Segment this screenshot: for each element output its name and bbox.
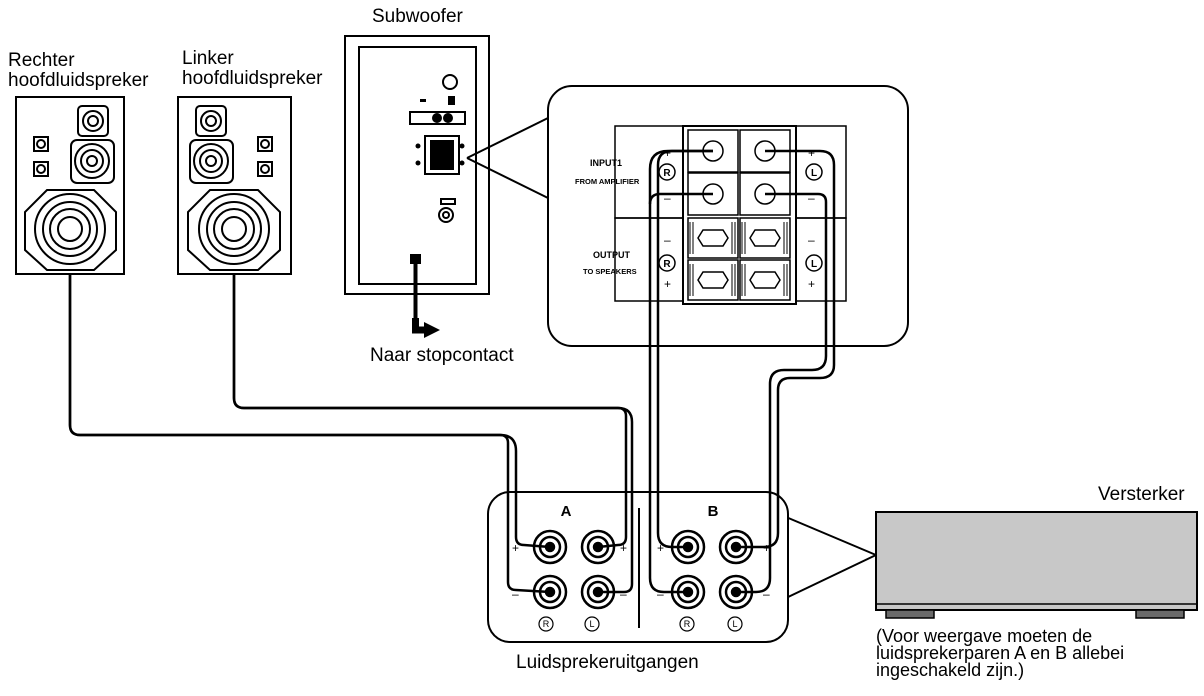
- input-sub-label: FROM AMPLIFIER: [575, 177, 640, 186]
- right-speaker-cable-b: [68, 274, 551, 549]
- speaker-outputs-label: Luidsprekeruitgangen: [516, 652, 699, 673]
- b-l-minus: –: [763, 587, 770, 601]
- output-r-mark: R: [663, 259, 671, 270]
- input-r-minus: –: [664, 191, 671, 205]
- b-r-minus: –: [657, 587, 664, 601]
- group-a-label: A: [561, 503, 572, 520]
- subwoofer-label: Subwoofer: [372, 6, 463, 27]
- amplifier-callout-lines: [785, 516, 877, 599]
- b-r-mark: R: [684, 619, 691, 629]
- sub-l-input-cable: [736, 149, 836, 549]
- right-speaker-label-line1: Rechter: [8, 50, 75, 71]
- group-b-label: B: [708, 503, 719, 520]
- output-l-mark: L: [811, 259, 817, 270]
- b-l-mark: L: [732, 619, 737, 629]
- note-line1: (Voor weergave moeten de: [876, 626, 1093, 646]
- right-main-speaker: [15, 96, 125, 275]
- note-line2: luidsprekerparen A en B allebei: [876, 643, 1125, 663]
- subwoofer-terminal-detail: INPUT1 FROM AMPLIFIER OUTPUT TO SPEAKERS…: [547, 85, 909, 347]
- outlet-arrow-icon: [424, 322, 440, 338]
- b-r-plus: +: [657, 541, 664, 555]
- sub-l-input-cable-b: [736, 192, 828, 594]
- input-l-minus: –: [808, 191, 815, 205]
- left-speaker-label-line2: hoofdluidspreker: [182, 68, 323, 89]
- speaker-output-panel: A B + + – – + + – – R L: [487, 491, 789, 643]
- sub-r-minus-link: [648, 192, 713, 205]
- amplifier-unit: [875, 511, 1198, 619]
- input-l-mark: L: [811, 168, 817, 179]
- amplifier-label: Versterker: [1098, 484, 1185, 505]
- a-r-mark: R: [543, 619, 550, 629]
- left-main-speaker: [177, 96, 292, 275]
- a-l-mark: L: [589, 619, 594, 629]
- output-sub-label: TO SPEAKERS: [583, 267, 637, 276]
- speaker-wires: [68, 149, 836, 594]
- a-r-plus: +: [512, 541, 519, 555]
- note-line3: ingeschakeld zijn.): [876, 660, 1025, 680]
- a-l-plus: +: [620, 541, 627, 555]
- zoom-callout-lines: [466, 117, 549, 199]
- sub-r-input-cable-b: [656, 149, 713, 549]
- right-speaker-label-line2: hoofdluidspreker: [8, 70, 149, 91]
- left-speaker-label-line1: Linker: [182, 48, 234, 69]
- right-speaker-cable: [68, 274, 551, 594]
- subwoofer-unit: [344, 35, 490, 334]
- outlet-label: Naar stopcontact: [370, 345, 514, 366]
- input-r-plus: +: [664, 146, 671, 160]
- a-l-minus: –: [620, 587, 627, 601]
- output-r-plus: +: [664, 277, 671, 291]
- input-label: INPUT1: [590, 158, 622, 168]
- a-r-minus: –: [512, 587, 519, 601]
- input-r-mark: R: [663, 168, 671, 179]
- output-l-plus: +: [808, 277, 815, 291]
- left-speaker-cable-b: [232, 274, 634, 594]
- output-r-minus: –: [664, 233, 671, 247]
- output-label: OUTPUT: [593, 250, 631, 260]
- output-l-minus: –: [808, 233, 815, 247]
- sub-r-input-cable: [648, 149, 713, 594]
- input-l-plus: +: [808, 146, 815, 160]
